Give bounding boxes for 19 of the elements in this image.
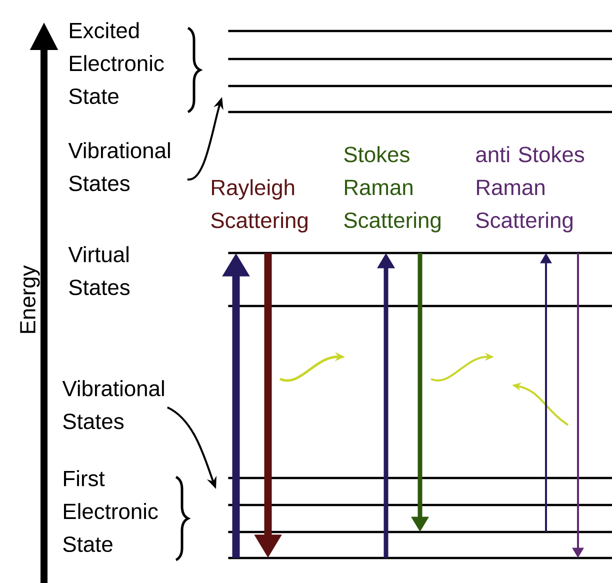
label-text: Virtual States xyxy=(68,246,130,296)
label-text: First Electronic State xyxy=(63,470,158,552)
level-line xyxy=(228,110,612,114)
label-text: Stokes Raman Scattering xyxy=(344,146,440,232)
level-line xyxy=(228,556,612,560)
axis-label: Energy xyxy=(20,265,40,333)
label-text: Vibrational States xyxy=(62,380,164,430)
level-line xyxy=(228,304,612,308)
level-line xyxy=(228,252,612,254)
label-text: Vibrational States xyxy=(68,142,170,192)
label-text: Excited Electronic State xyxy=(69,22,164,104)
label-text: anti Stokes Raman Scattering xyxy=(476,146,584,232)
level-line xyxy=(228,530,612,534)
label-text: Rayleigh Scattering xyxy=(211,179,308,232)
level-line xyxy=(228,476,612,480)
level-line xyxy=(228,58,612,60)
level-line xyxy=(228,504,612,506)
level-line xyxy=(228,84,612,88)
level-line xyxy=(228,30,612,32)
